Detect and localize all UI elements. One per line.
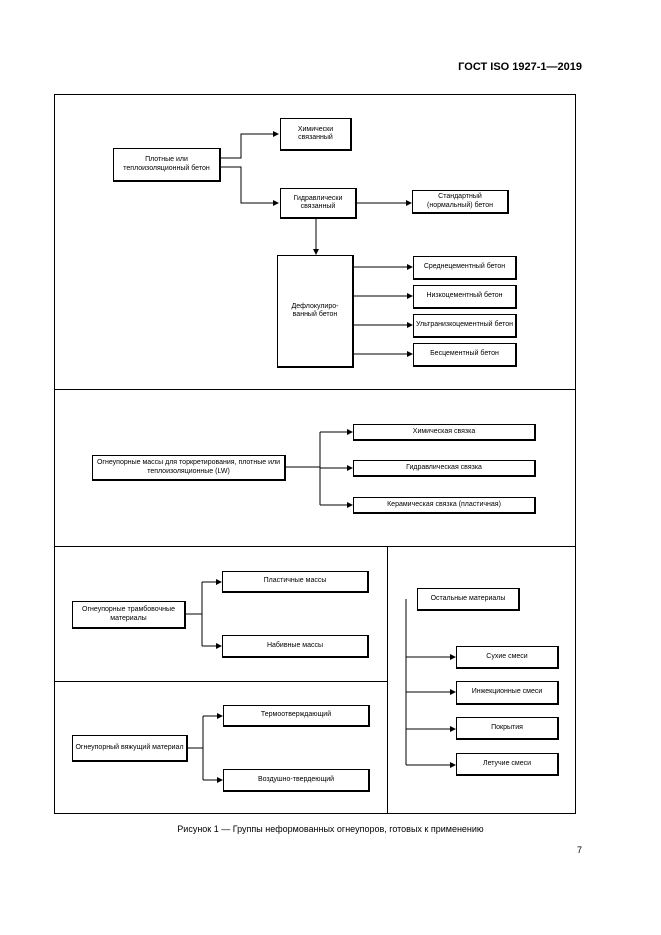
box-ramming-materials: Огнеупорные трамбовочные материалы	[72, 601, 186, 629]
box-casting-mixes: Летучие смеси	[456, 753, 559, 776]
box-injection-mixes: Инжекционные смеси	[456, 681, 559, 705]
section-divider	[54, 546, 576, 547]
box-chemical-bond: Химическая связка	[353, 424, 536, 441]
box-dense-or-insulating-concrete: Плотные или теплоизоляционный бетон	[113, 148, 221, 182]
box-ultra-low-cement-concrete: Ультранизкоцементный бетон	[413, 314, 517, 338]
section-divider	[54, 389, 576, 390]
box-dry-mixes: Сухие смеси	[456, 646, 559, 669]
connector	[220, 131, 279, 159]
box-refractory-binder: Огнеупорный вяжущий материал	[72, 735, 188, 762]
box-gunning-mixes: Огнеупорные массы для торкретирования, п…	[92, 455, 286, 481]
box-other-materials: Остальные материалы	[417, 588, 520, 611]
page-number: 7	[576, 845, 582, 855]
standard-header: ГОСТ ISO 1927-1—2019	[458, 61, 582, 73]
box-hydraulic-bond: Гидравлическая связка	[353, 460, 536, 477]
box-plastic-mixes: Пластичные массы	[222, 571, 369, 593]
box-hydraulically-bonded: Гидравлически связанный	[280, 188, 357, 219]
box-coatings: Покрытия	[456, 717, 559, 740]
box-standard-concrete: Стандартный (нормальный) бетон	[412, 190, 509, 214]
box-ceramic-bond: Керамическая связка (пластичная)	[353, 497, 536, 514]
box-air-setting: Воздушно-твердеющий	[223, 769, 370, 792]
figure-caption: Рисунок 1 — Группы неформованных огнеупо…	[177, 824, 484, 834]
box-rammed-mixes: Набивные массы	[222, 635, 369, 658]
figure-frame	[54, 94, 576, 814]
box-thermosetting: Термоотверждающий	[223, 705, 370, 727]
section-divider	[54, 681, 387, 682]
box-medium-cement-concrete: Среднецементный бетон	[413, 256, 517, 280]
box-low-cement-concrete: Низкоцементный бетон	[413, 285, 517, 309]
section-divider	[387, 546, 388, 814]
box-cement-free-concrete: Бесцементный бетон	[413, 343, 517, 367]
box-chemically-bonded: Химически связанный	[280, 118, 352, 151]
connector	[220, 166, 279, 206]
box-deflocculated-concrete: Дефлокулиро- ванный бетон	[277, 255, 354, 368]
